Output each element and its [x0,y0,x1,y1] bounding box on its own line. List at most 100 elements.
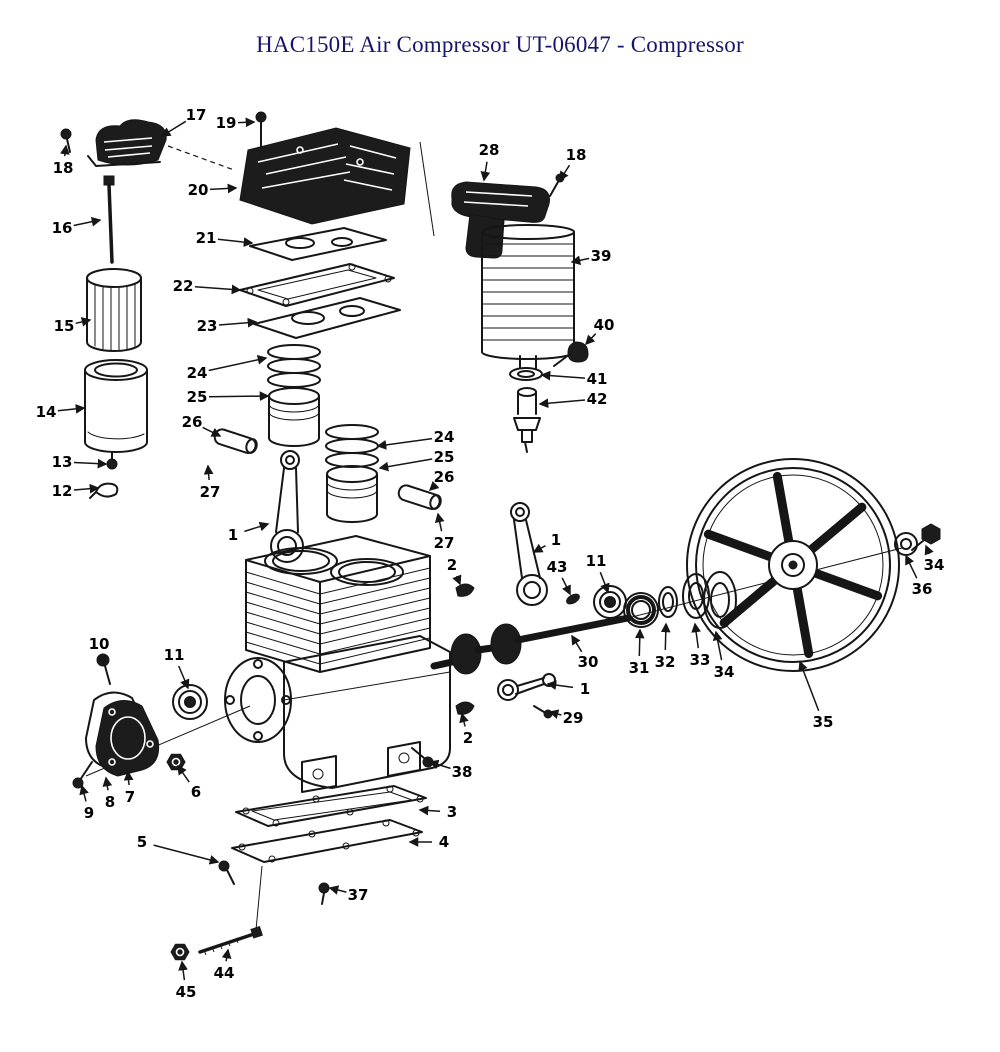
part-piston-25-left [268,387,320,447]
callout-leader-27 [203,464,214,481]
callout-leader-21 [217,237,254,247]
part-bolt-16 [103,175,115,264]
part-clip-12 [89,482,119,499]
part-nut-6 [166,753,186,771]
callout-leader-7 [123,770,134,786]
callout-leader-29 [548,709,562,719]
page-title: HAC150E Air Compressor UT-06047 - Compre… [256,32,744,57]
part-bolt-38 [411,747,434,768]
callout-leader-2 [459,712,469,727]
callout-leader-1 [532,543,546,553]
part-valve-plate-21 [249,227,387,261]
callout-leader-34 [712,630,723,661]
part-wrist-pin-26-right [397,484,442,511]
part-bearing-11-left [172,684,208,720]
part-piston-rings-24-left [267,344,321,388]
part-clamp-2-upper [455,583,475,597]
callout-leader-14 [57,404,86,414]
part-bolt-44 [198,926,263,956]
callout-leader-18 [559,164,571,182]
callout-leader-41 [540,370,586,381]
callout-leader-22 [194,284,242,295]
part-bearing-11-right [593,585,627,619]
callout-leader-43 [561,577,571,596]
callout-leader-42 [538,398,586,409]
callout-leaders [57,117,934,981]
part-bolt-5 [218,860,235,885]
callout-leader-39 [570,255,590,266]
part-connecting-rod-1-lower [497,673,556,701]
part-intercooler-39 [481,224,575,369]
callout-leader-31 [634,628,645,657]
part-base-plate-3 [235,785,427,827]
part-crankshaft-30 [430,614,632,675]
callout-leader-25 [378,458,433,472]
callout-leader-6 [177,764,190,783]
part-piston-25-right [326,465,378,523]
part-fitting-40 [553,341,589,367]
part-flywheel-35 [686,458,900,672]
callout-leader-19 [237,117,256,128]
part-bearing-plate-7 [95,700,160,777]
callout-leader-20 [209,183,238,194]
callout-leader-30 [571,634,583,653]
callout-leader-8 [102,776,113,791]
callout-leader-12 [73,483,100,494]
callout-leader-25 [208,391,270,401]
part-filter-housing-14 [84,359,148,453]
construction-line [419,141,435,237]
callout-leader-26 [202,426,222,437]
callout-leader-15 [75,317,92,327]
part-intake-manifold-28 [451,181,550,259]
part-air-filter-17 [87,119,167,167]
part-bolt-37 [318,882,330,905]
part-connecting-rod-1-left [270,450,304,563]
callout-leader-23 [218,317,258,328]
callout-leader-1 [546,680,574,690]
callout-leader-24 [208,355,268,372]
part-gasket-22 [239,263,395,307]
callout-leader-13 [73,458,108,469]
callout-leader-38 [428,759,451,770]
callout-leader-11 [599,571,610,594]
part-piston-rings-24-right [325,424,379,468]
callout-leader-3 [418,805,441,816]
part-ring-32 [658,586,678,618]
callout-leader-16 [73,216,102,227]
callout-leader-44 [221,948,232,962]
part-wrist-pin-26-left [213,428,258,455]
part-filter-element-15 [86,268,142,352]
callout-leader-34 [924,544,934,556]
callout-leader-2 [452,574,462,586]
callout-leader-40 [584,333,597,346]
callout-leader-28 [480,161,491,182]
part-cylinder-block [245,535,431,673]
part-key-43 [566,593,580,605]
part-connecting-rod-1-right [510,502,548,606]
part-retainer-13 [106,451,118,470]
part-bearing-31 [623,592,659,628]
callout-leader-33 [691,622,701,649]
callout-leader-37 [328,885,347,895]
callout-leader-24 [376,437,433,450]
construction-line [167,145,235,171]
callout-leader-35 [798,660,820,712]
callout-leader-18 [60,144,70,157]
part-bolt-29 [533,705,553,719]
part-gasket-ring-41 [509,367,543,381]
callout-leader-5 [153,844,220,865]
callout-leader-9 [79,784,89,802]
callout-leader-26 [428,480,440,491]
callout-leader-10 [97,654,107,666]
callout-leader-45 [178,960,188,981]
callout-leader-17 [160,120,187,137]
part-head-cover-20 [239,127,411,225]
callout-leader-27 [434,512,445,532]
callout-leader-32 [660,622,671,651]
callout-leader-11 [178,665,190,690]
part-bolt-10 [96,653,111,685]
part-nut-45 [170,943,190,961]
part-check-valve-42 [513,387,541,453]
